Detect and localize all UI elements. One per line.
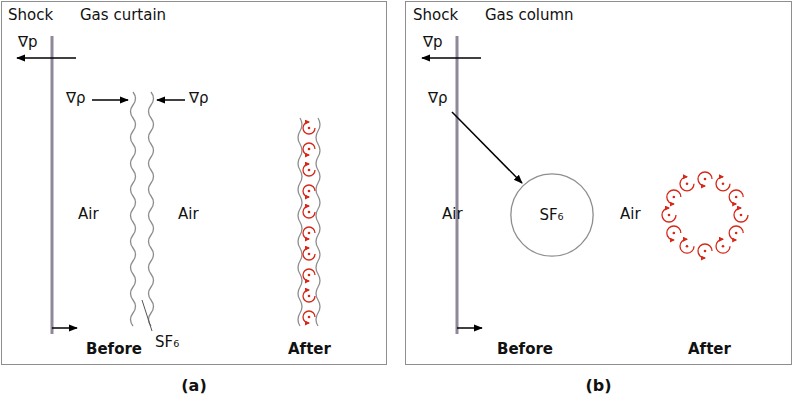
medium-label: Air (442, 206, 463, 223)
shock-direction-arrow (457, 327, 482, 329)
vortex-arc (303, 185, 315, 197)
density-gradient-arrow (157, 99, 185, 101)
vortex-arc (680, 177, 694, 191)
state-label: After (688, 341, 731, 358)
vortex-arc (734, 208, 748, 222)
vortex-arc (729, 190, 743, 204)
symbol-label: ∇p (18, 34, 38, 51)
medium-label: Air (178, 206, 199, 223)
vortex-arc (303, 269, 315, 281)
panel-caption: (a) (2, 376, 386, 395)
panel-frame: (b)SF₆ (405, 1, 792, 365)
vortex-core (704, 250, 707, 253)
vortex-arc (303, 206, 315, 218)
curtain-boundary (298, 118, 302, 326)
curtain-boundary (131, 92, 136, 326)
vortex-arc (303, 227, 315, 239)
medium-label: SF₆ (155, 334, 179, 351)
vortex-arc (667, 190, 681, 204)
vortex-arc (303, 122, 315, 134)
density-gradient-arrow (452, 112, 522, 183)
curtain-boundary (149, 92, 154, 326)
symbol-label: ∇ρ (66, 90, 86, 107)
vortex-core (735, 196, 738, 199)
panel-caption: (b) (406, 376, 791, 395)
vortex-core (308, 169, 311, 172)
shock-direction-arrow (52, 327, 77, 329)
symbol-label: ∇ρ (428, 90, 448, 107)
vortex-arc (716, 177, 730, 191)
section-heading: Shock (8, 7, 53, 24)
vortex-core (308, 148, 311, 151)
pressure-gradient-arrow (17, 57, 76, 59)
vortex-core (308, 232, 311, 235)
section-heading: Gas curtain (80, 7, 166, 24)
vortex-core (673, 196, 676, 199)
vortex-core (686, 183, 689, 186)
vortex-core (722, 183, 725, 186)
pressure-gradient-arrow (422, 57, 481, 59)
node-label: SF₆ (539, 206, 563, 224)
curtain-boundary (316, 118, 320, 326)
leader-line (142, 300, 152, 331)
vortex-arc (303, 311, 315, 323)
vortex-core (308, 295, 311, 298)
vortex-arc (303, 248, 315, 260)
medium-label: Air (620, 206, 641, 223)
symbol-label: ∇ρ (189, 90, 209, 107)
vortex-core (673, 232, 676, 235)
shock-front (51, 36, 54, 334)
vortex-core (308, 211, 311, 214)
shock-front (456, 36, 459, 334)
vortex-arc (303, 164, 315, 176)
vortex-core (686, 245, 689, 248)
vortex-core (704, 178, 707, 181)
vortex-ring (662, 172, 748, 258)
vortex-arc (303, 143, 315, 155)
symbol-label: ∇p (423, 34, 443, 51)
panel-frame: (a) (1, 1, 387, 365)
vortex-core (668, 214, 671, 217)
vortex-core (308, 274, 311, 277)
vortex-core (722, 245, 725, 248)
vortex-arc (716, 239, 730, 253)
vortex-core (740, 214, 743, 217)
state-label: Before (497, 341, 553, 358)
density-gradient-arrow (92, 99, 128, 101)
vortex-arc (667, 226, 681, 240)
vortex-arc (680, 239, 694, 253)
vortex-core (735, 232, 738, 235)
section-heading: Gas column (485, 7, 574, 24)
vortex-arc (698, 244, 712, 258)
circle-outline-path (510, 173, 592, 255)
vortex-arc (662, 208, 676, 222)
vortex-arc (698, 172, 712, 186)
vortex-core (308, 316, 311, 319)
vortex-core (308, 127, 311, 130)
vortex-arc (303, 290, 315, 302)
section-heading: Shock (413, 7, 458, 24)
vortex-core (308, 190, 311, 193)
gas-column-circle: SF₆ (510, 173, 594, 257)
vortex-arc (729, 226, 743, 240)
medium-label: Air (78, 206, 99, 223)
state-label: Before (86, 341, 142, 358)
vortex-row (303, 122, 315, 323)
vortex-core (308, 253, 311, 256)
state-label: After (288, 341, 331, 358)
